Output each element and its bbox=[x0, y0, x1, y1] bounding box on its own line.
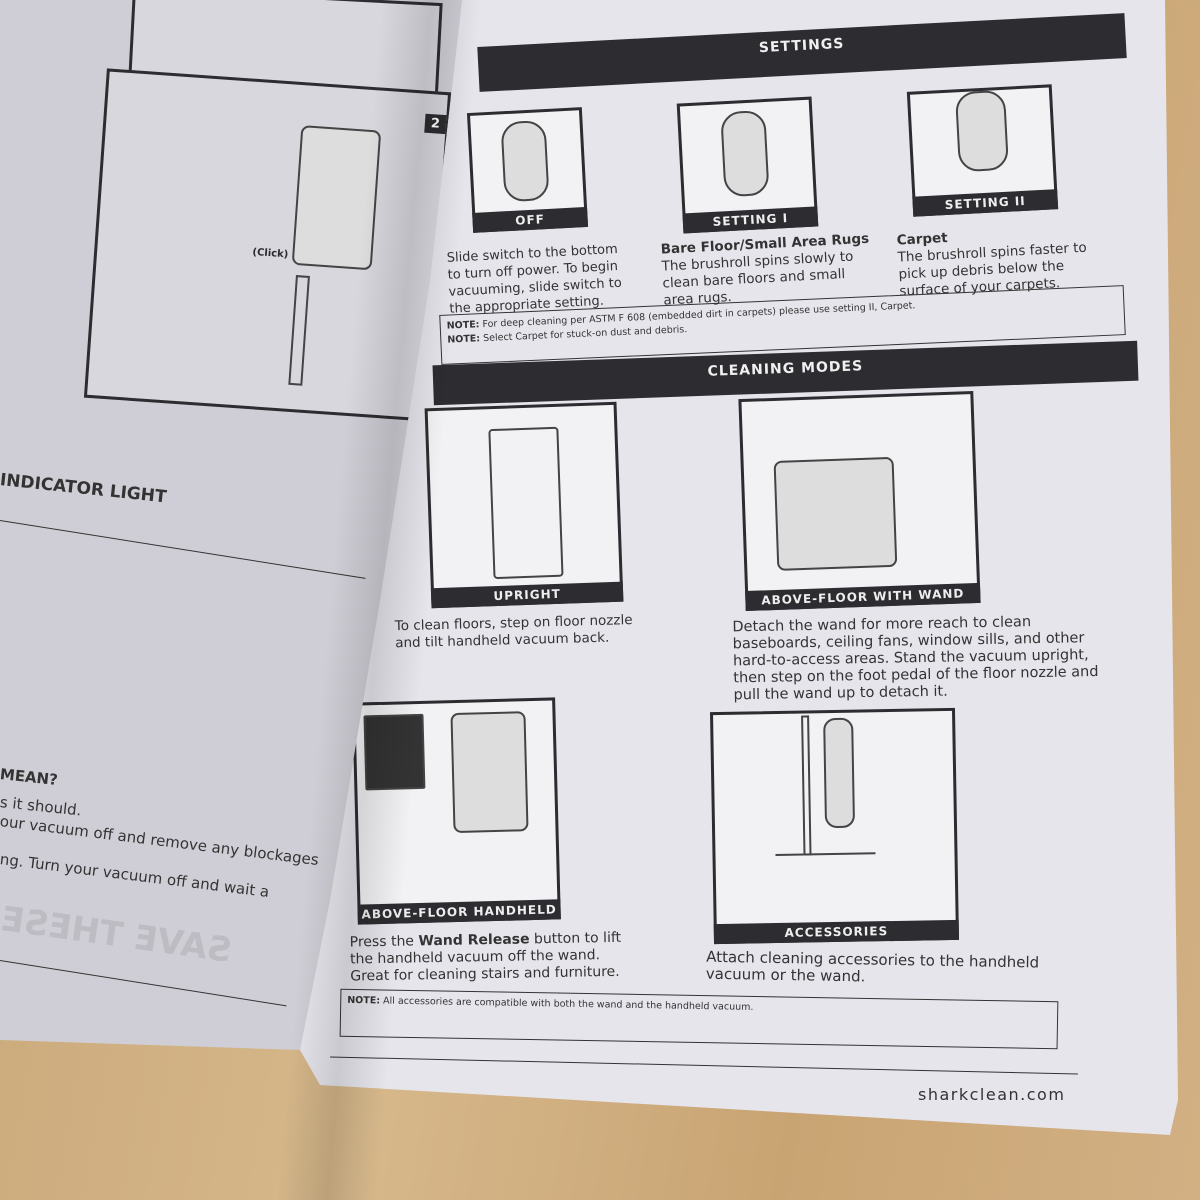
setting-off-panel: OFF bbox=[466, 107, 589, 233]
footer-divider bbox=[330, 1056, 1078, 1075]
mode-upright-panel: UPRIGHT bbox=[424, 401, 624, 609]
switch-illustration bbox=[500, 119, 550, 203]
illustration-panel-step-2: 2 (Click) bbox=[83, 68, 452, 422]
wand-illustration bbox=[801, 715, 812, 856]
mode-accessories-panel: ACCESSORIES bbox=[709, 707, 960, 945]
text: Press the bbox=[349, 933, 419, 951]
mode-label: ACCESSORIES bbox=[713, 919, 960, 945]
vacuum-illustration bbox=[291, 125, 382, 271]
upright-vacuum-illustration bbox=[488, 426, 564, 580]
note-text: All accessories are compatible with both… bbox=[379, 995, 754, 1013]
mode-description: Attach cleaning accessories to the handh… bbox=[705, 947, 1040, 986]
wand-detach-illustration bbox=[773, 456, 898, 571]
mode-description: Detach the wand for more reach to clean … bbox=[732, 614, 1099, 704]
bleed-through-text: SAVE THESE bbox=[0, 899, 235, 971]
switch-illustration bbox=[720, 110, 770, 198]
switch-illustration bbox=[954, 89, 1010, 173]
divider bbox=[0, 520, 366, 579]
mode-wand-panel: ABOVE-FLOOR WITH WAND bbox=[738, 390, 981, 612]
website-footer: sharkclean.com bbox=[918, 1085, 1066, 1104]
setting-2-panel: SETTING II bbox=[906, 84, 1059, 217]
wand-release-label: Wand Release bbox=[418, 931, 530, 950]
handheld-vacuum-illustration bbox=[450, 711, 529, 834]
mode-label: ABOVE-FLOOR HANDHELD bbox=[357, 899, 561, 925]
setting-label: OFF bbox=[472, 206, 589, 233]
setting-description: Slide switch to the bottom to turn off p… bbox=[446, 241, 623, 317]
mode-handheld-panel: ABOVE-FLOOR HANDHELD bbox=[352, 697, 561, 925]
mode-description: Press the Wand Release button to lift th… bbox=[350, 929, 641, 985]
settings-header: SETTINGS bbox=[477, 13, 1127, 92]
mode-description: To clean floors, step on floor nozzle an… bbox=[394, 612, 633, 652]
divider bbox=[0, 960, 287, 1007]
wand-release-illustration bbox=[363, 713, 426, 791]
step-number: 2 bbox=[424, 113, 447, 135]
setting-label: SETTING II bbox=[912, 189, 1059, 217]
setting-1-panel: SETTING I bbox=[676, 96, 819, 234]
note-prefix: NOTE: bbox=[447, 333, 481, 346]
accessory-tools-illustration bbox=[775, 852, 877, 895]
mean-heading: MEAN? bbox=[0, 765, 59, 790]
note-prefix: NOTE: bbox=[446, 319, 480, 332]
indicator-light-heading: INDICATOR LIGHT bbox=[0, 470, 168, 508]
mode-label: UPRIGHT bbox=[430, 581, 624, 609]
click-label: (Click) bbox=[252, 246, 289, 261]
note-prefix: NOTE: bbox=[347, 994, 381, 1007]
accessories-note-box: NOTE: All accessories are compatible wit… bbox=[339, 988, 1059, 1050]
mode-label: ABOVE-FLOOR WITH WAND bbox=[745, 582, 981, 612]
wand-illustration bbox=[288, 275, 310, 386]
setting-label: SETTING I bbox=[682, 206, 819, 234]
handheld-illustration bbox=[823, 717, 856, 829]
